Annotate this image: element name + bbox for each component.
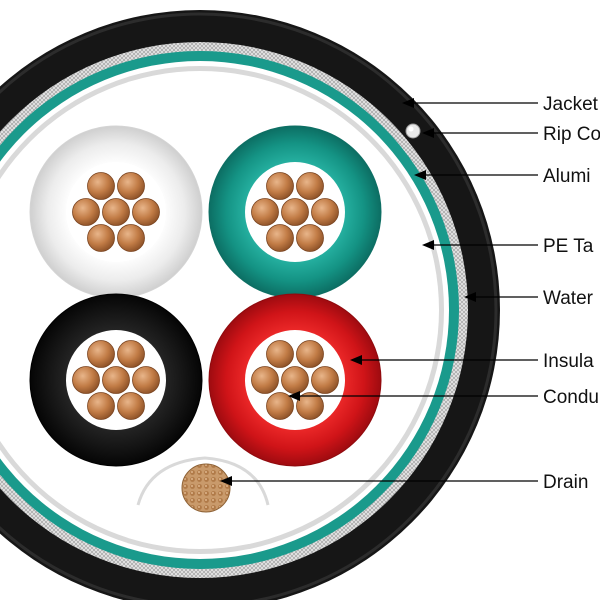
leader-insulation-arrow — [350, 355, 362, 365]
teal-core-strand — [266, 172, 294, 200]
red-core-strand — [296, 392, 324, 420]
teal-core-strand — [251, 198, 279, 226]
leader-water-arrow — [464, 292, 476, 302]
white-core — [29, 125, 203, 299]
black-core-strand — [117, 392, 145, 420]
black-core-strand — [117, 340, 145, 368]
red-core-strand — [311, 366, 339, 394]
white-core-strand — [72, 198, 100, 226]
white-core-strand — [117, 224, 145, 252]
drain-wire — [181, 463, 231, 513]
leader-aluminum-arrow — [414, 170, 426, 180]
leader-jacket-arrow — [402, 98, 414, 108]
label-aluminum: Alumi — [543, 166, 591, 187]
red-core-strand — [266, 392, 294, 420]
red-core — [208, 293, 382, 467]
teal-core-strand — [281, 198, 309, 226]
drain-cradle — [136, 456, 270, 506]
label-conductor: Condu — [543, 387, 599, 408]
black-core-strand — [132, 366, 160, 394]
label-pe-tape: PE Ta — [543, 236, 594, 257]
teal-core-strand — [266, 224, 294, 252]
leader-pe-tape-arrow — [422, 240, 434, 250]
teal-core-strand — [311, 198, 339, 226]
teal-core — [208, 125, 382, 299]
white-core-strand — [132, 198, 160, 226]
red-core-strand — [266, 340, 294, 368]
leader-conductor-arrow — [288, 391, 300, 401]
black-core — [29, 293, 203, 467]
white-core-strand — [87, 224, 115, 252]
black-core-strand — [72, 366, 100, 394]
label-insulation: Insula — [543, 351, 594, 372]
red-core-strand — [251, 366, 279, 394]
black-core-strand — [87, 392, 115, 420]
label-water: Water — [543, 288, 594, 309]
red-core-strand — [281, 366, 309, 394]
teal-core-strand — [296, 224, 324, 252]
white-core-strand — [87, 172, 115, 200]
leader-rip-cord-arrow — [422, 128, 434, 138]
label-rip-cord: Rip Co — [543, 124, 600, 145]
black-core-strand — [87, 340, 115, 368]
black-core-strand — [102, 366, 130, 394]
white-core-strand — [102, 198, 130, 226]
leader-drain-arrow — [220, 476, 232, 486]
label-jacket: Jacket — [543, 94, 599, 115]
rip-cord — [405, 123, 421, 139]
red-core-strand — [296, 340, 324, 368]
teal-core-strand — [296, 172, 324, 200]
white-core-strand — [117, 172, 145, 200]
label-drain: Drain — [543, 472, 588, 493]
